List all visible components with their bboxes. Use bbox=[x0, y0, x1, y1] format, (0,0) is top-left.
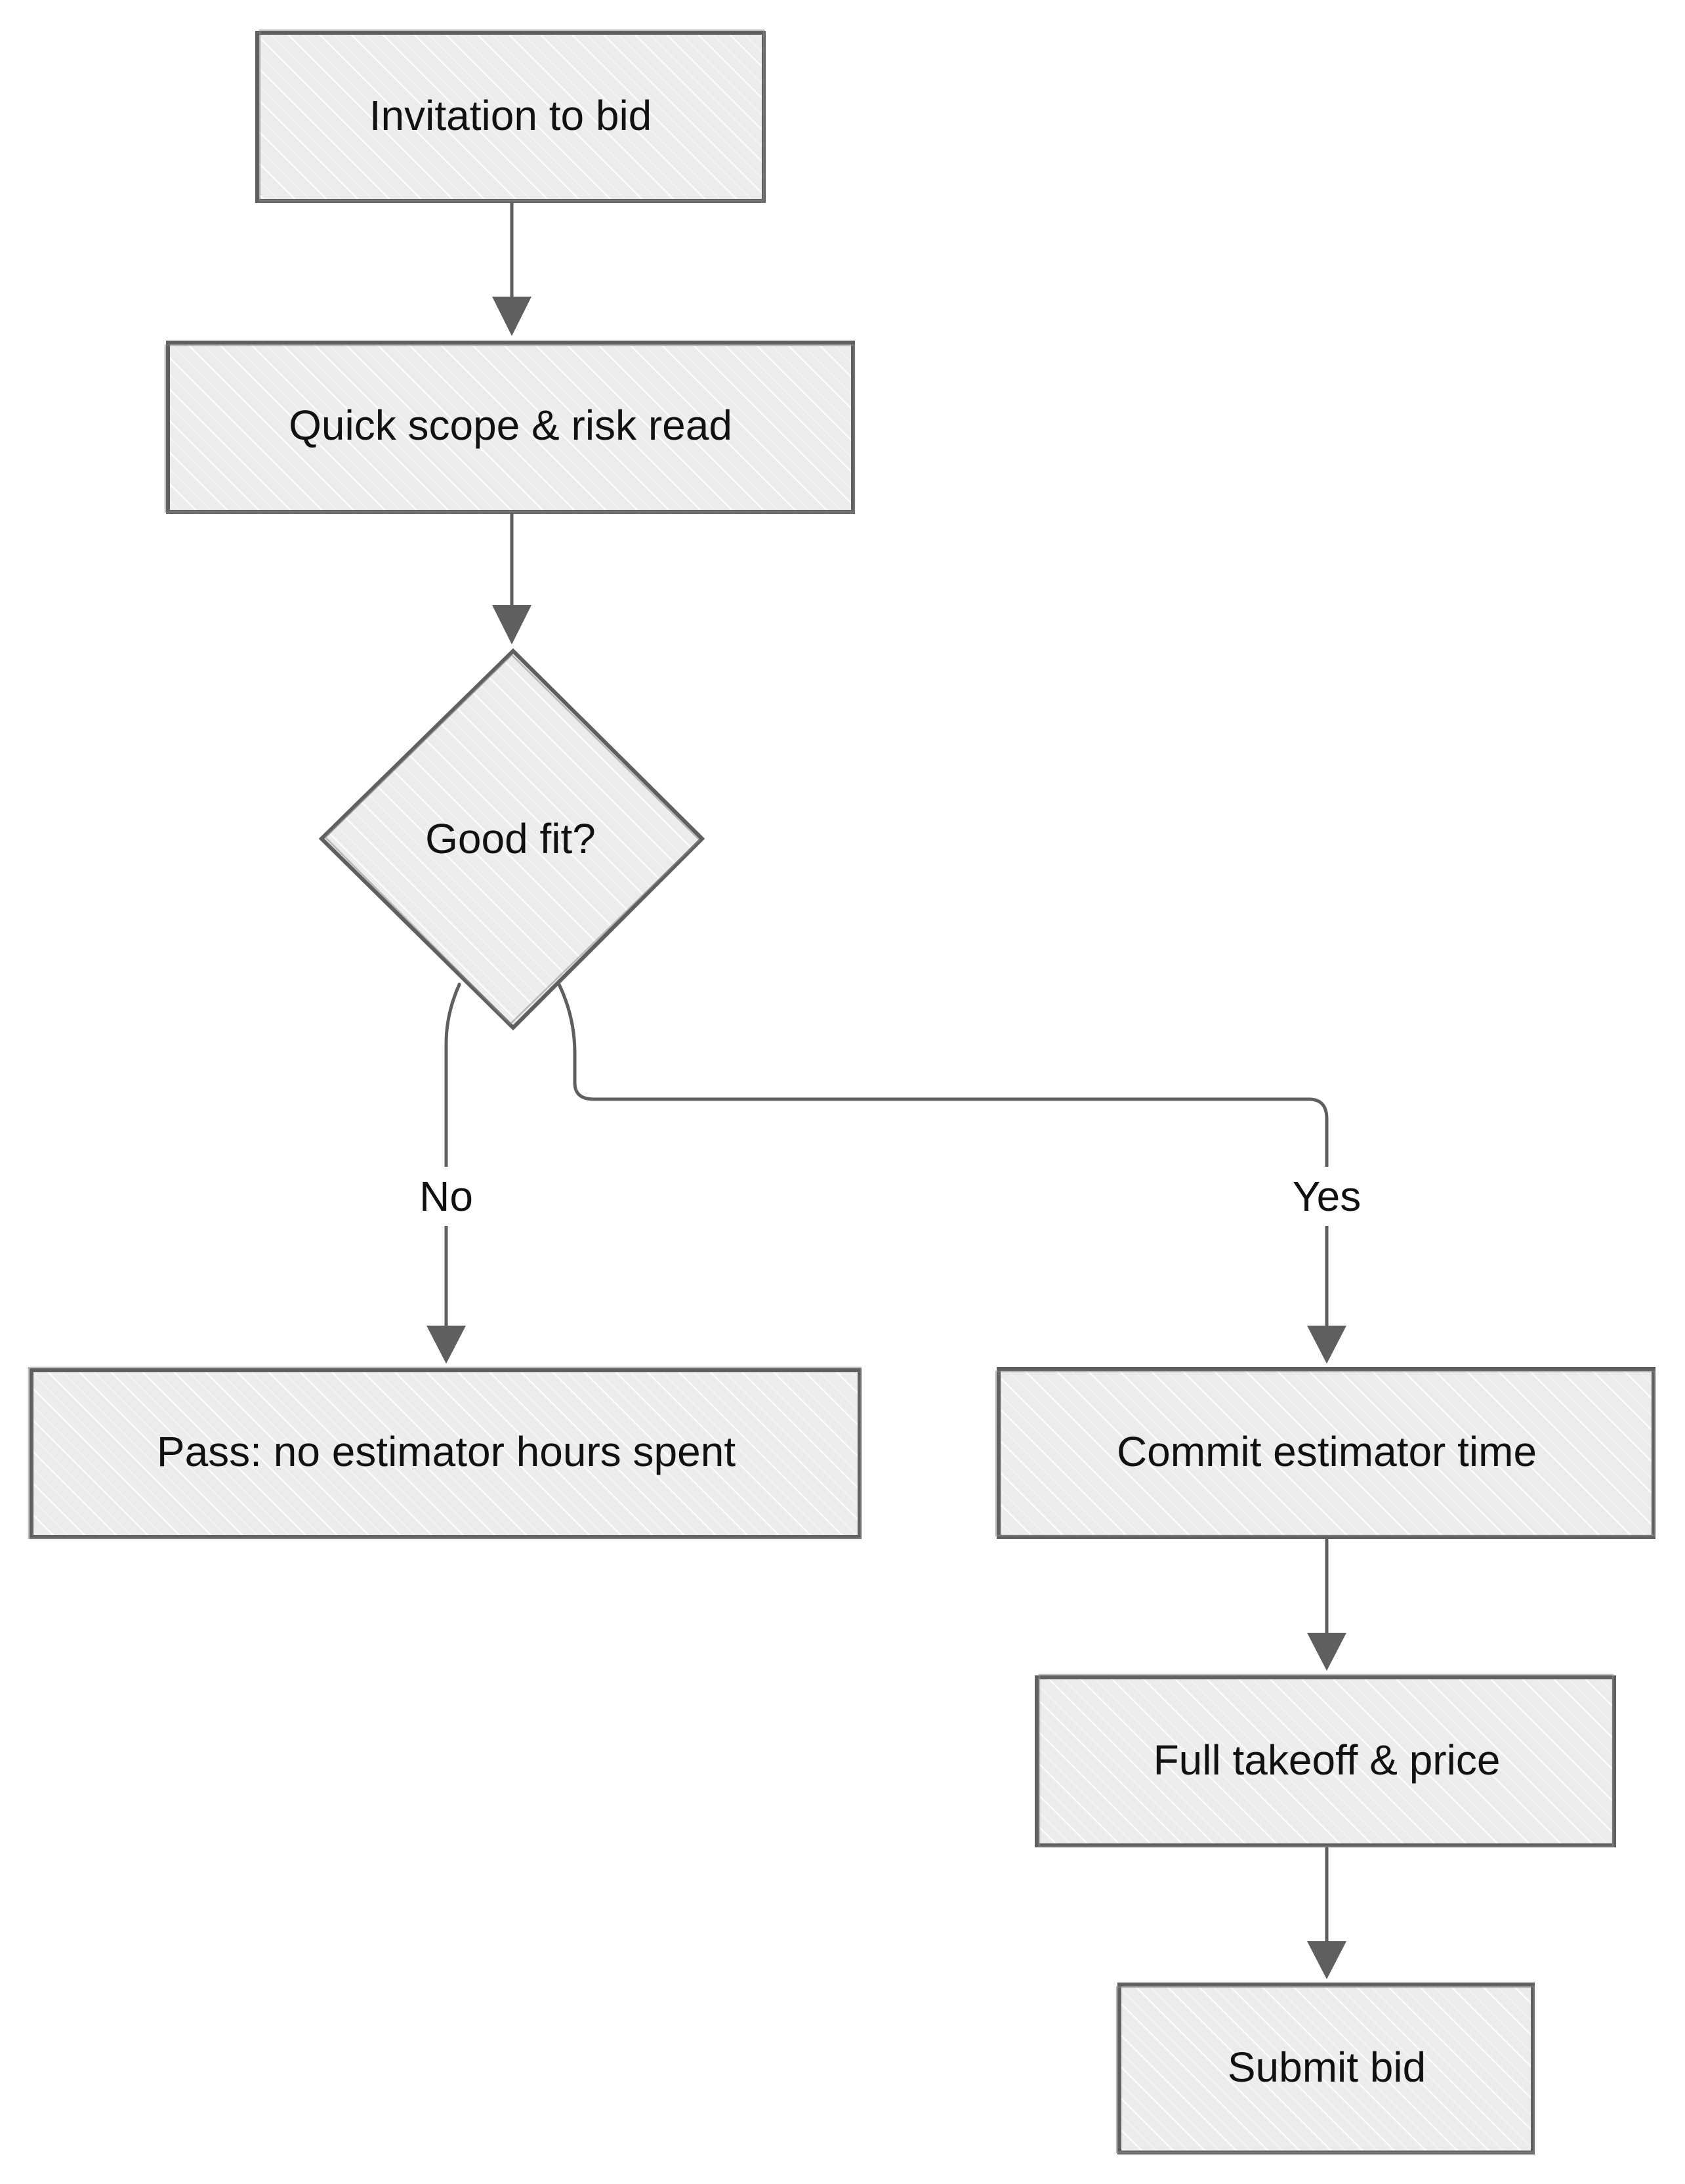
node-box bbox=[166, 341, 855, 514]
nodes: Invitation to bid Quick scope & risk rea… bbox=[28, 29, 1656, 2154]
node-label: Good fit? bbox=[425, 815, 596, 862]
node-sketch-outline bbox=[164, 344, 856, 513]
edge-invitation-to-scope bbox=[492, 201, 531, 336]
node-sketch-outline bbox=[324, 654, 701, 1025]
arrow-head bbox=[492, 297, 531, 336]
node-box bbox=[1035, 1675, 1616, 1847]
edges: No Yes bbox=[404, 201, 1381, 1979]
node-good-fit-decision[interactable]: Good fit? bbox=[318, 648, 705, 1031]
edge-label-background bbox=[1273, 1167, 1381, 1226]
node-commit-estimator-time[interactable]: Commit estimator time bbox=[995, 1367, 1656, 1539]
node-box bbox=[997, 1367, 1655, 1539]
node-invitation-to-bid[interactable]: Invitation to bid bbox=[255, 29, 766, 203]
node-label: Quick scope & risk read bbox=[289, 402, 732, 449]
node-sketch-outline bbox=[259, 29, 765, 202]
node-sketch-outline bbox=[28, 1366, 862, 1540]
edge-scope-to-decision bbox=[492, 511, 531, 644]
node-submit-bid[interactable]: Submit bid bbox=[1115, 1983, 1535, 2154]
node-label: Submit bid bbox=[1228, 2044, 1426, 2091]
edge-label-background bbox=[404, 1167, 489, 1226]
node-label: Full takeoff & price bbox=[1154, 1736, 1501, 1784]
node-quick-scope-risk-read[interactable]: Quick scope & risk read bbox=[164, 341, 856, 514]
edge-yes: Yes bbox=[557, 982, 1381, 1364]
arrow-head bbox=[492, 605, 531, 644]
node-label: Pass: no estimator hours spent bbox=[157, 1428, 736, 1475]
node-box bbox=[255, 31, 766, 203]
decision-diamond bbox=[318, 648, 705, 1031]
arrow-head bbox=[1307, 1941, 1346, 1979]
node-label: Commit estimator time bbox=[1117, 1428, 1537, 1475]
edge-no: No bbox=[404, 982, 489, 1364]
node-box bbox=[30, 1368, 862, 1539]
edge-label-yes: Yes bbox=[1293, 1173, 1361, 1220]
node-pass[interactable]: Pass: no estimator hours spent bbox=[28, 1366, 862, 1540]
edge-line bbox=[444, 982, 461, 1328]
edge-takeoff-to-submit bbox=[1307, 1846, 1346, 1979]
node-label: Invitation to bid bbox=[369, 92, 652, 139]
node-sketch-outline bbox=[1038, 1673, 1614, 1848]
node-sketch-outline bbox=[995, 1370, 1656, 1537]
node-box bbox=[1117, 1983, 1535, 2154]
arrow-head bbox=[1307, 1633, 1346, 1671]
edge-line bbox=[557, 982, 1329, 1328]
arrow-head bbox=[1307, 1326, 1346, 1364]
node-full-takeoff-price[interactable]: Full takeoff & price bbox=[1035, 1673, 1616, 1848]
edge-commit-to-takeoff bbox=[1307, 1538, 1346, 1671]
arrow-head bbox=[426, 1326, 466, 1364]
edge-label-no: No bbox=[419, 1173, 473, 1220]
node-sketch-outline bbox=[1115, 1986, 1535, 2154]
